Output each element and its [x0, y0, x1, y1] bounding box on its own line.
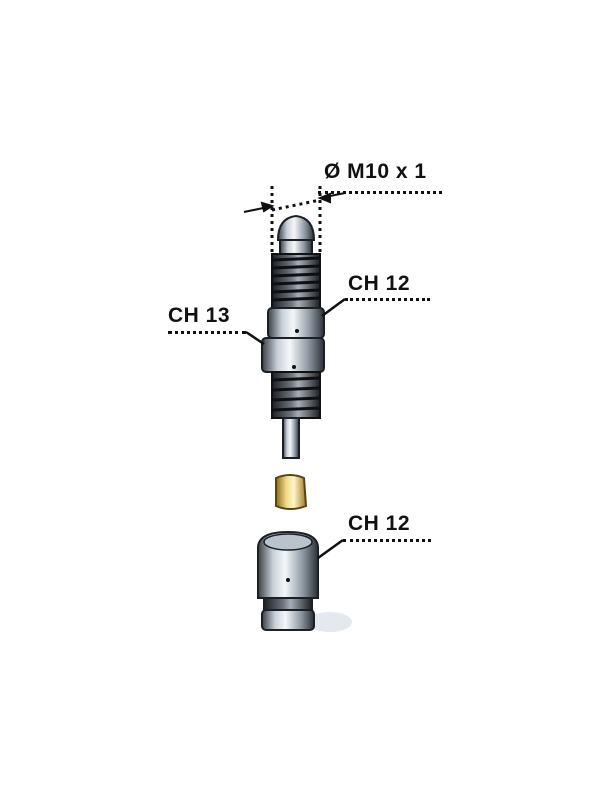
lower-fitting-nut	[257, 530, 352, 632]
label-thread-size: Ø M10 x 1	[324, 160, 427, 183]
lower-thread	[271, 371, 321, 419]
dimension-arrows	[243, 192, 346, 213]
leader-ch13-dots	[168, 331, 246, 334]
leader-lines	[245, 297, 346, 560]
label-ch12-upper: CH 12	[348, 272, 411, 295]
hex-collar	[261, 337, 325, 373]
hex-nut-upper	[267, 307, 325, 339]
leader-ch12-upper-dots	[345, 298, 430, 301]
leader-thread-size	[318, 191, 442, 194]
upper-thread	[271, 253, 321, 311]
bleed-nipple-head	[276, 214, 316, 255]
label-ch12-lower: CH 12	[348, 512, 411, 535]
label-ch13: CH 13	[168, 304, 231, 327]
pin	[282, 417, 300, 459]
brass-ferrule	[275, 474, 308, 510]
dimension-markers	[270, 186, 322, 252]
leader-ch12-lower-dots	[343, 539, 431, 542]
